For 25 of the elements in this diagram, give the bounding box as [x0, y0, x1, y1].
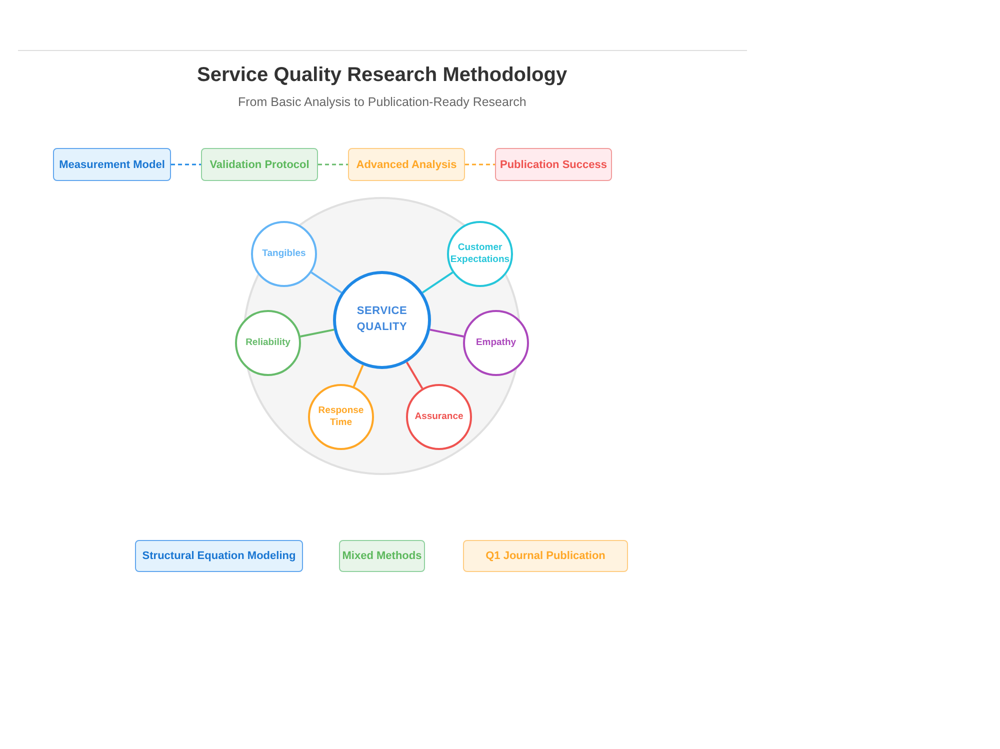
- subtitle: From Basic Analysis to Publication-Ready Research: [238, 95, 526, 109]
- method-box: Q1 Journal Publication: [463, 540, 628, 572]
- dashed-connector: [465, 164, 495, 166]
- dimension-circle: Response Time: [308, 384, 374, 450]
- method-box: Structural Equation Modeling: [135, 540, 303, 572]
- dimension-circle: Reliability: [235, 310, 301, 376]
- dashed-connector: [171, 164, 201, 166]
- diagram-title: Service Quality Research Methodology: [197, 64, 568, 87]
- connector-line: [422, 272, 454, 294]
- method-box: Mixed Methods: [339, 540, 425, 572]
- connector-line: [406, 362, 424, 389]
- dimension-circle: Empathy: [463, 310, 529, 376]
- dimension-circle: Tangibles: [251, 221, 317, 287]
- connector-line: [352, 364, 364, 387]
- stage-box: Measurement Model: [53, 148, 171, 181]
- hub-circle: SERVICE QUALITY: [333, 271, 431, 369]
- stage-box: Validation Protocol: [201, 148, 318, 181]
- connector-line: [300, 328, 334, 338]
- dashed-connector: [318, 164, 348, 166]
- stage-box: Publication Success: [495, 148, 612, 181]
- dimension-circle: Customer Expectations: [447, 221, 513, 287]
- dimension-circle: Assurance: [406, 384, 472, 450]
- connector-line: [310, 272, 342, 294]
- connector-line: [430, 328, 464, 338]
- stage-box: Advanced Analysis: [348, 148, 465, 181]
